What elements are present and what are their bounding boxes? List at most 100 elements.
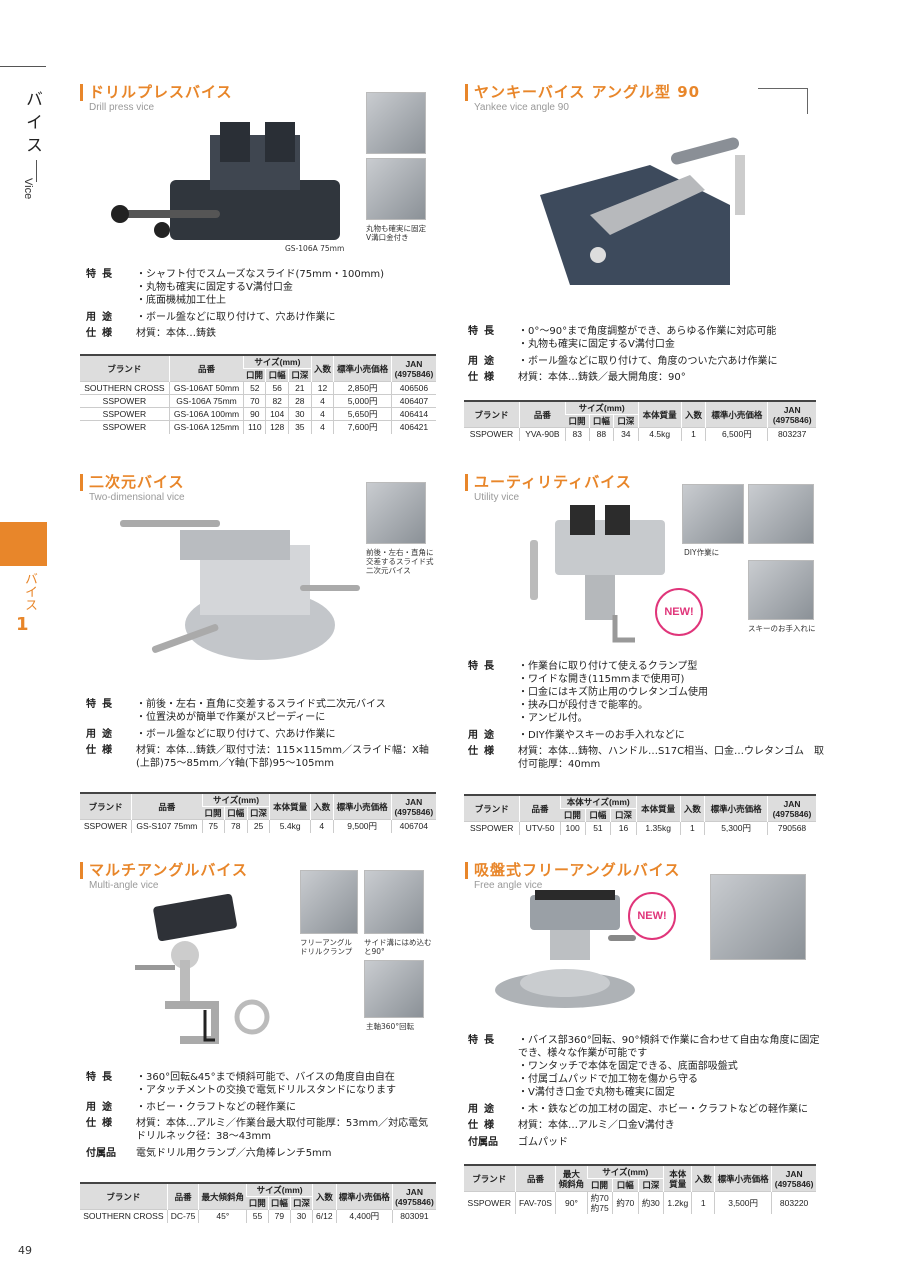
section-title: ドリルプレスバイス [80,84,233,101]
new-badge: NEW! [628,892,676,940]
table-cell: 約30 [637,1191,664,1214]
table-cell: SOUTHERN CROSS [80,381,170,395]
table-cell: 83 [564,427,590,441]
table-cell: 25 [246,819,270,833]
table-cell: 12 [310,381,334,395]
table-cell: 1.35kg [635,821,681,835]
sidebar-category: バイス [22,90,42,159]
yankee-spec-block: 特長 ・0°～90°まで角度調整ができ、あらゆる作業に対応可能 ・丸物も確実に固… [468,326,778,383]
free-angle-vice-image [495,890,636,1008]
table-cell: 104 [265,407,289,421]
table-cell: GS-106A 75mm [168,394,244,408]
page-number: 49 [18,1244,32,1257]
twod-spec-block: 特長 ・前後・左右・直角に交差するスライド式二次元バイス ・位置決めが簡単で作業… [86,699,429,769]
table-cell: 55 [246,1209,269,1223]
feature-list: ・シャフト付でスムーズなスライド(75mm・100mm) ・丸物も確実に固定する… [136,269,385,306]
tab-marker [0,522,47,566]
table-cell: 5,650円 [333,407,392,421]
table-cell: 4 [309,819,334,833]
drill-model-caption: GS-106A 75mm [285,244,345,253]
table-cell: GS-S107 75mm [131,819,203,833]
table-cell: SSPOWER [464,1191,516,1214]
table-cell: 16 [610,821,637,835]
multi-thumb-1 [300,870,358,934]
section-yankee-vice: ヤンキーバイス アングル型 90 Yankee vice angle 90 [465,84,700,113]
multi-thumb-2 [364,870,424,934]
section-bracket [758,88,808,114]
table-cell: 100 [559,821,586,835]
table-cell: 9,500円 [332,819,392,833]
drill-press-vice-image [111,122,340,240]
yankee-vice-image [540,137,745,285]
table-cell: 79 [267,1209,291,1223]
table-cell: 約70 [612,1191,639,1214]
table-cell: SOUTHERN CROSS [80,1209,168,1223]
table-cell: 406407 [390,394,436,408]
tab-number: 1 [16,614,29,635]
table-cell: 4.5kg [637,427,682,441]
table-cell: 803237 [767,427,816,441]
table-cell: 5.4kg [269,819,311,833]
free-spec-block: 特長 ・バイス部360°回転、90°傾斜で作業に合わせて自由な角度に固定でき、様… [468,1035,820,1148]
sidebar-top-rule [0,66,46,67]
table-cell: 7,600円 [333,420,392,434]
section-multi-angle-vice: マルチアングルバイス Multi-angle vice [80,862,248,891]
table-cell: GS-106A 100mm [168,407,244,421]
table-cell: 45° [198,1209,247,1223]
table-cell: 2,850円 [333,381,392,395]
table-cell: 28 [288,394,312,408]
table-cell: FAV-70S [514,1191,556,1214]
tab-label: バイス [22,572,37,611]
table-cell: 1 [680,427,706,441]
table-cell: 4 [310,394,334,408]
table-cell: 約70 約75 [586,1191,613,1214]
table-cell: 110 [243,420,266,434]
table-cell: 90° [555,1191,588,1214]
sidebar-index-tab[interactable]: バイス 1 [0,522,47,640]
drill-spec-block: 特長 ・シャフト付でスムーズなスライド(75mm・100mm) ・丸物も確実に固… [86,268,426,340]
section-free-angle-vice: 吸盤式フリーアングルバイス Free angle vice [465,862,680,891]
table-cell: 4 [310,420,334,434]
table-cell: 1.2kg [663,1191,692,1214]
table-cell: 1 [679,821,705,835]
two-dimensional-vice-image [120,520,360,660]
table-cell: 406704 [390,819,436,833]
table-cell: 35 [288,420,312,434]
table-cell: 4,400円 [335,1209,393,1223]
sidebar-category-en: Vice [22,178,34,200]
table-cell: 6,500円 [705,427,768,441]
table-cell: 82 [265,394,289,408]
table-cell: 128 [265,420,289,434]
utility-thumb-1 [682,484,744,544]
table-cell: SSPOWER [80,819,132,833]
table-cell: 4 [310,407,334,421]
table-cell: SSPOWER [464,427,520,441]
table-cell: 5,000円 [333,394,392,408]
table-cell: 78 [223,819,248,833]
table-cell: 34 [613,427,639,441]
table-cell: 88 [588,427,614,441]
table-cell: 3,500円 [713,1191,772,1214]
table-cell: 70 [243,394,266,408]
utility-vice-image [530,505,665,643]
multi-thumb-3 [364,960,424,1018]
drill-thumb-1 [366,92,426,154]
table-cell: SSPOWER [80,420,170,434]
table-cell: GS-106A 125mm [168,420,244,434]
table-cell: 90 [243,407,266,421]
new-badge: NEW! [655,588,703,636]
twod-thumb [366,482,426,544]
sidebar-separator [36,160,37,182]
utility-spec-block: 特長 ・作業台に取り付けて使えるクランプ型 ・ワイドな開き(115mmまで使用可… [468,661,825,770]
